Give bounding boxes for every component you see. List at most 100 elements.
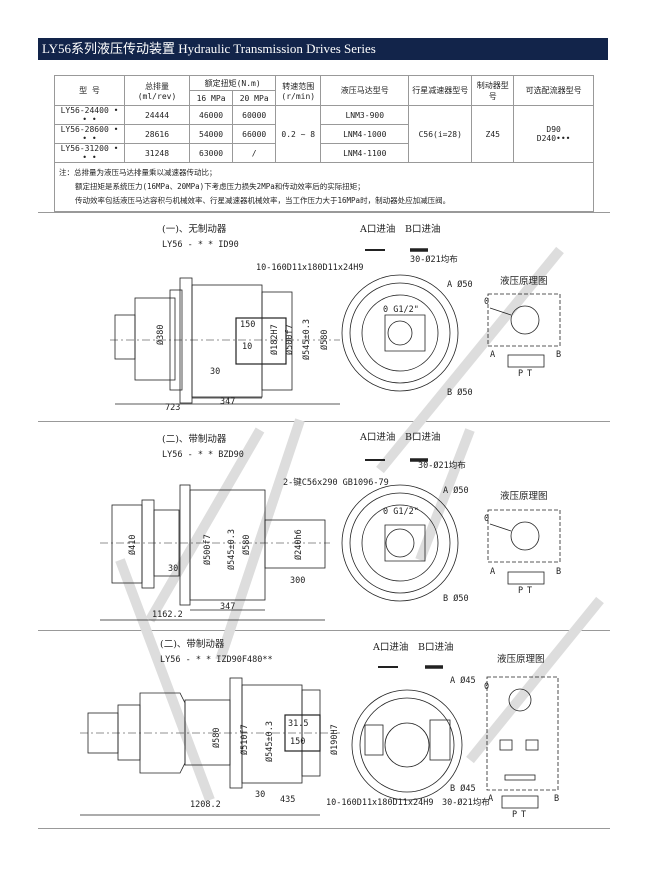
b-inlet-label: B口进油 xyxy=(405,432,441,443)
dim: 150 xyxy=(290,737,306,747)
section-2-title: (二)、带制动器 xyxy=(162,434,227,445)
schem-a: A xyxy=(488,794,494,804)
dim: Ø410 xyxy=(128,534,138,555)
dim: 347 xyxy=(220,397,236,407)
cell-brake: Z45 xyxy=(471,105,515,163)
divider xyxy=(38,630,610,631)
b-port-label: B Ø50 xyxy=(443,594,469,604)
dim: Ø580 xyxy=(212,727,222,748)
th-valve: 可选配流器型号 xyxy=(513,75,594,106)
schem-t: T xyxy=(527,586,533,596)
schematic-3 xyxy=(486,676,559,809)
schem-a: A xyxy=(490,567,496,577)
th-displacement: 总排量(ml/rev) xyxy=(124,75,190,106)
th-reducer: 行星减速器型号 xyxy=(408,75,473,106)
dim: 30 xyxy=(168,564,179,574)
a-inlet-label: A口进油 xyxy=(360,432,396,443)
schem-b: B xyxy=(554,794,560,804)
section-3-title: (二)、带制动器 xyxy=(160,639,225,650)
valve-1: D90 xyxy=(546,125,561,134)
schem-p: P xyxy=(512,810,518,820)
dim: Ø545±0.3 xyxy=(265,721,275,762)
dim: Ø500f7 xyxy=(285,324,295,355)
schem-p: P xyxy=(518,586,524,596)
dim: 150 xyxy=(240,320,256,330)
front-view-2 xyxy=(341,484,459,602)
dim: 31.5 xyxy=(288,719,309,729)
note: 注：总排量为液压马达排量乘以减速器传动比； xyxy=(59,168,217,177)
side-view-1 xyxy=(110,277,340,405)
dim: 347 xyxy=(220,602,236,612)
front-view-3 xyxy=(351,689,463,801)
holes-label: 30-Ø21均布 xyxy=(410,255,458,265)
key-label: 2-键C56x290 GB1096-79 xyxy=(283,478,389,488)
cell: / xyxy=(232,143,277,163)
schem-b: B xyxy=(556,567,562,577)
front-view-1 xyxy=(341,274,459,392)
dim: Ø500f7 xyxy=(203,534,213,565)
b-port-label: B Ø50 xyxy=(447,388,473,398)
b-inlet-label: B口进油 xyxy=(418,642,454,653)
table-notes: 注：总排量为液压马达排量乘以减速器传动比； 额定扭矩是系统压力(16MPa、20M… xyxy=(54,162,594,212)
dim: Ø580 xyxy=(320,329,330,350)
divider xyxy=(38,421,610,422)
dim: 10 xyxy=(242,342,253,352)
schem-o: 0 xyxy=(484,682,490,692)
a-inlet-label: A口进油 xyxy=(373,642,409,653)
dim: Ø190H7 xyxy=(330,724,340,755)
valve-2: D240••• xyxy=(536,134,571,143)
dim: 1162.2 xyxy=(152,610,183,620)
spec-table: 型 号总排量(ml/rev)额定扭矩(N.m)转速范围(r/min)液压马达型号… xyxy=(54,75,594,212)
schematic-2 xyxy=(487,509,561,585)
dim: 435 xyxy=(280,795,296,805)
schem-a: A xyxy=(490,350,496,360)
a-port-label: A Ø50 xyxy=(443,486,469,496)
th-speed: 转速范围(r/min) xyxy=(275,75,322,106)
section-3-model: LY56 - * * IZD90F480** xyxy=(160,655,273,665)
schematic-title: 液压原理图 xyxy=(497,654,545,665)
dim: Ø510f7 xyxy=(240,724,250,755)
dim: Ø545±0.3 xyxy=(227,529,237,570)
rotation-arrows xyxy=(365,248,443,669)
holes-label: 30-Ø21均布 xyxy=(442,798,490,808)
dim: 723 xyxy=(165,403,181,413)
a-inlet-label: A口进油 xyxy=(360,224,396,235)
dim: 1208.2 xyxy=(190,800,221,810)
side-view-2 xyxy=(100,484,330,621)
spline-label: 10-160D11x180D11x24H9 xyxy=(256,263,364,273)
divider xyxy=(38,212,610,213)
note: 传动效率包括液压马达容积与机械效率、行星减速器机械效率，当工作压力大于16MPa… xyxy=(75,196,451,205)
a-port-label: A Ø50 xyxy=(447,280,473,290)
schematic-1 xyxy=(487,293,561,368)
spline-label: 10-160D11x180D11x24H9 xyxy=(326,798,434,808)
schem-t: T xyxy=(527,369,533,379)
holes-label: 30-Ø21均布 xyxy=(418,461,466,471)
schematic-title: 液压原理图 xyxy=(500,491,548,502)
schem-o: 0 xyxy=(484,297,490,307)
b-inlet-label: B口进油 xyxy=(405,224,441,235)
section-1-model: LY56 - * * ID90 xyxy=(162,240,239,250)
section-1-title: (一)、无制动器 xyxy=(162,224,227,235)
schematic-title: 液压原理图 xyxy=(500,276,548,287)
page-title: LY56系列液压传动装置 Hydraulic Transmission Driv… xyxy=(38,38,608,60)
side-view-3 xyxy=(80,677,340,816)
dim: 300 xyxy=(290,576,306,586)
section-2-model: LY56 - * * BZD90 xyxy=(162,450,244,460)
note: 额定扭矩是系统压力(16MPa、20MPa)下考虑压力损失2MPa和传动效率后的… xyxy=(75,182,365,191)
th-model: 型 号 xyxy=(54,75,125,106)
dim: 30 xyxy=(210,367,221,377)
dim: Ø545±0.3 xyxy=(302,319,312,360)
th-brake: 制动器型号 xyxy=(471,75,515,106)
g-port-label: 0 G1/2" xyxy=(383,507,419,517)
dim: Ø182H7 xyxy=(270,324,280,355)
dim: Ø240h6 xyxy=(294,529,304,560)
dim: Ø580 xyxy=(242,534,252,555)
schem-o: 0 xyxy=(484,514,490,524)
dim: Ø380 xyxy=(156,324,166,345)
dim: 30 xyxy=(255,790,266,800)
a-port-label: A Ø45 xyxy=(450,676,476,686)
